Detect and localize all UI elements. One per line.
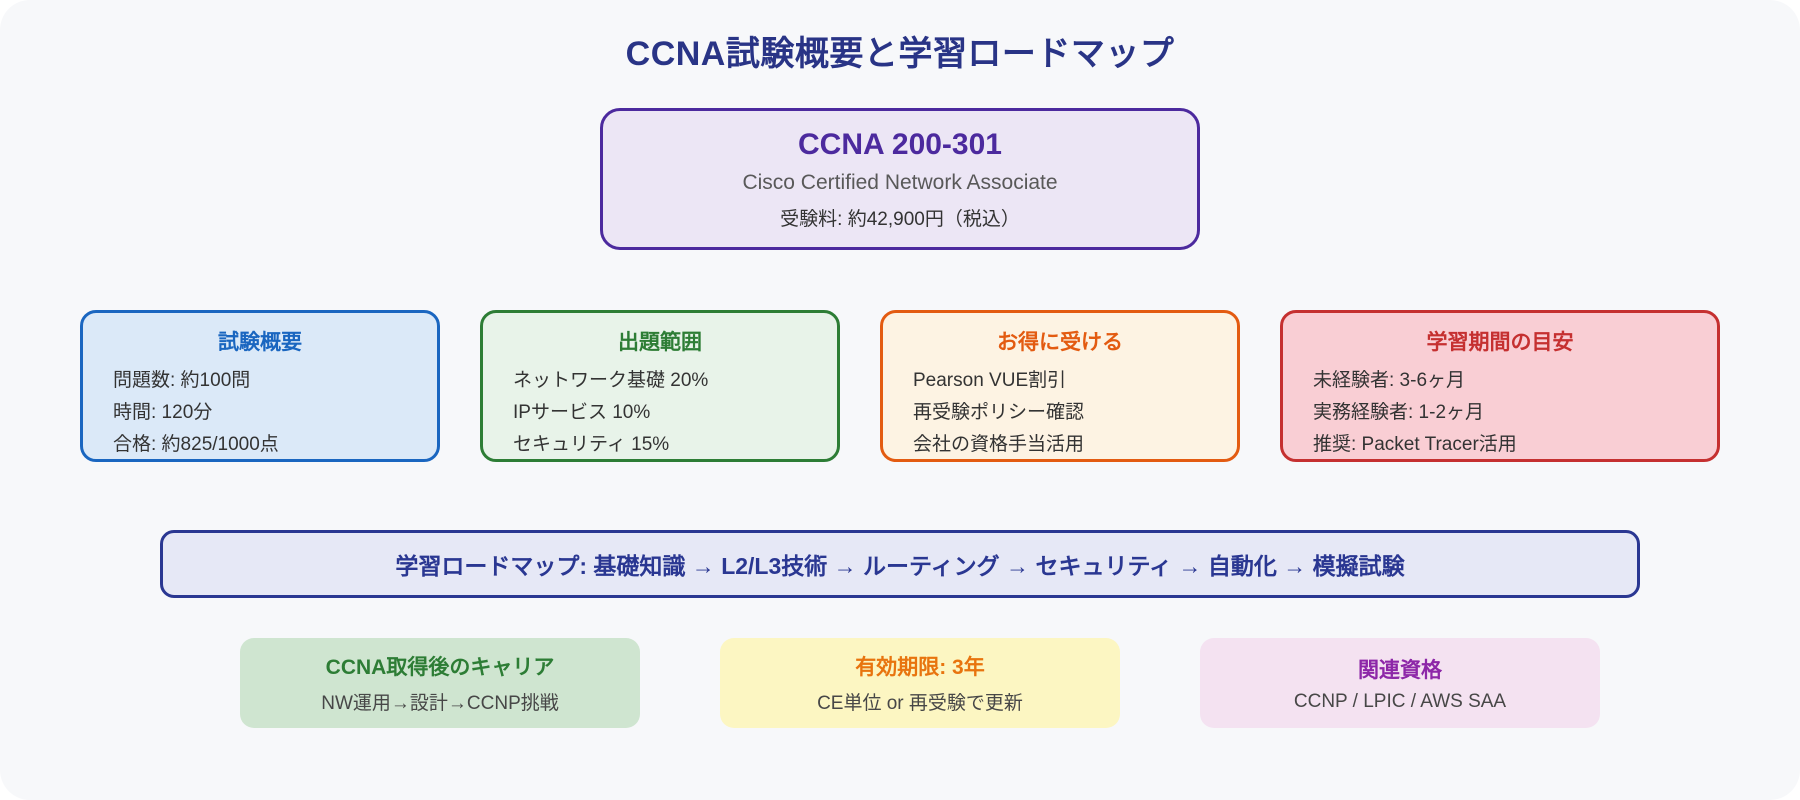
exam-code-heading: CCNA 200-301 [798, 127, 1002, 161]
deals-retake-policy: 再受験ポリシー確認 [913, 402, 1085, 423]
expiry-card: 有効期限: 3年 CE単位 or 再受験で更新 [720, 638, 1120, 728]
deals-company-allowance: 会社の資格手当活用 [913, 434, 1085, 455]
exam-scope-ip-services: IPサービス 10% [513, 402, 651, 423]
exam-overview-card: 試験概要 問題数: 約100問 時間: 120分 合格: 約825/1000点 [80, 310, 440, 462]
exam-scope-title: 出題範囲 [618, 331, 702, 354]
page-title: CCNA試験概要と学習ロードマップ [625, 35, 1175, 73]
expiry-title: 有効期限: 3年 [855, 656, 985, 679]
exam-overview-duration: 時間: 120分 [113, 402, 213, 423]
exam-scope-card: 出題範囲 ネットワーク基礎 20% IPサービス 10% セキュリティ 15% [480, 310, 840, 462]
career-path-text: NW運用→設計→CCNP挑戦 [321, 693, 559, 714]
study-period-recommendation: 推奨: Packet Tracer活用 [1313, 434, 1517, 455]
exam-scope-security: セキュリティ 15% [513, 434, 670, 455]
expiry-renewal-text: CE単位 or 再受験で更新 [817, 693, 1023, 714]
study-period-title: 学習期間の目安 [1426, 331, 1574, 354]
exam-fee-text: 受験料: 約42,900円（税込） [780, 208, 1020, 230]
exam-scope-network-basics: ネットワーク基礎 20% [513, 370, 709, 391]
study-period-beginner: 未経験者: 3-6ヶ月 [1313, 370, 1466, 391]
exam-overview-question-count: 問題数: 約100問 [113, 370, 251, 391]
study-period-experienced: 実務経験者: 1-2ヶ月 [1313, 402, 1485, 423]
roadmap-banner: 学習ロードマップ: 基礎知識 → L2/L3技術 → ルーティング → セキュリ… [160, 530, 1640, 598]
deals-pearson-vue: Pearson VUE割引 [913, 370, 1067, 391]
related-certs-list: CCNP / LPIC / AWS SAA [1293, 690, 1507, 712]
exam-overview-passing-score: 合格: 約825/1000点 [113, 434, 279, 455]
roadmap-banner-text: 学習ロードマップ: 基礎知識 → L2/L3技術 → ルーティング → セキュリ… [395, 553, 1405, 579]
career-title: CCNA取得後のキャリア [325, 656, 555, 679]
deals-title: お得に受ける [997, 331, 1123, 354]
deals-card: お得に受ける Pearson VUE割引 再受験ポリシー確認 会社の資格手当活用 [880, 310, 1240, 462]
ccna-exam-card: CCNA 200-301 Cisco Certified Network Ass… [600, 108, 1200, 250]
career-card: CCNA取得後のキャリア NW運用→設計→CCNP挑戦 [240, 638, 640, 728]
related-certs-title: 関連資格 [1358, 658, 1442, 682]
related-certs-card: 関連資格 CCNP / LPIC / AWS SAA [1200, 638, 1600, 728]
exam-name-subtitle: Cisco Certified Network Associate [742, 170, 1058, 194]
exam-overview-title: 試験概要 [218, 331, 302, 354]
study-period-card: 学習期間の目安 未経験者: 3-6ヶ月 実務経験者: 1-2ヶ月 推奨: Pac… [1280, 310, 1720, 462]
